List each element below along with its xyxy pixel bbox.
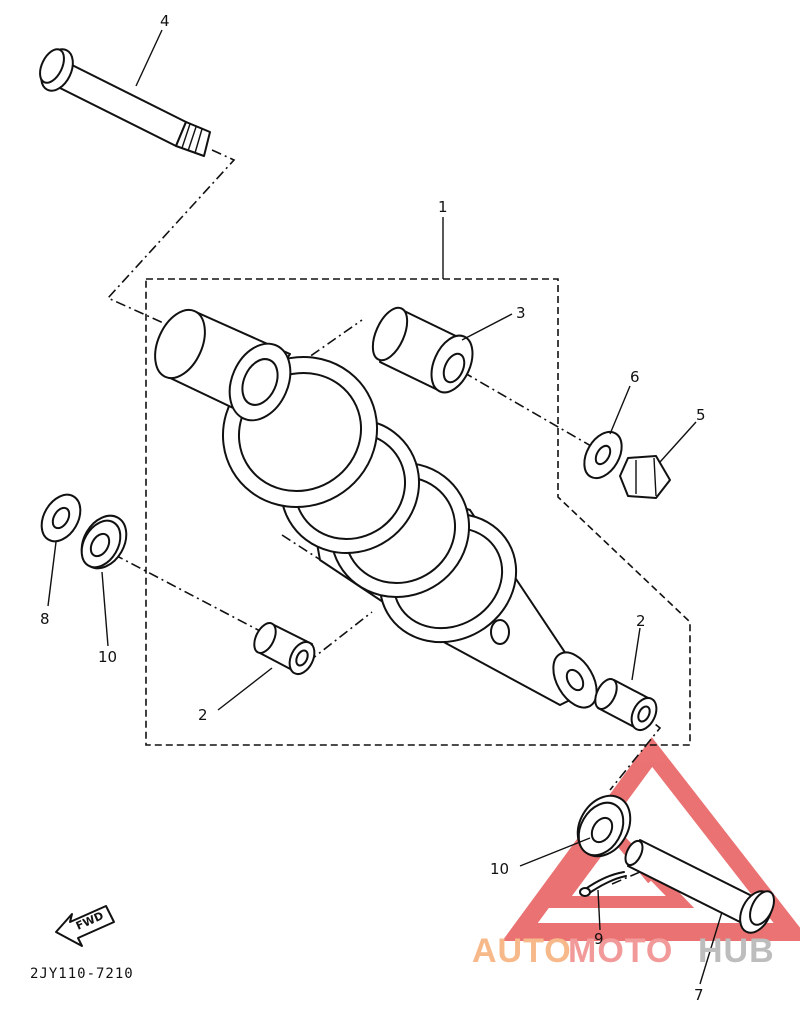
- washer-part-8: [40, 493, 82, 543]
- seal-washer-part-10-left: [80, 514, 128, 570]
- callout-5: 5: [696, 406, 706, 424]
- leader-lines: [47, 29, 723, 985]
- axis-line-lower-collar: [307, 611, 373, 663]
- seal-washer-part-10-right: [576, 794, 632, 858]
- callout-9: 9: [594, 930, 604, 948]
- assembly-boundary: [145, 278, 691, 746]
- callout-1: 1: [438, 198, 448, 216]
- watermark-auto: AUTO: [472, 932, 572, 970]
- axis-line-left-washers: [95, 544, 263, 633]
- callout-2-left: 2: [198, 706, 208, 724]
- axis-line-collar-washer: [462, 371, 599, 451]
- callout-4: 4: [160, 12, 170, 30]
- pin-part-7: [624, 839, 775, 934]
- axis-line-bolt: [106, 149, 236, 327]
- washer-part-6: [583, 430, 623, 480]
- callout-7: 7: [694, 986, 704, 1004]
- part-code: 2JY110-7210: [30, 966, 134, 982]
- bolt-part-4: [39, 48, 211, 157]
- callout-8: 8: [40, 610, 50, 628]
- fwd-arrow-icon: FWD: [55, 905, 115, 947]
- watermark-moto: MOTO: [568, 932, 673, 970]
- callout-10-left: 10: [98, 648, 117, 666]
- shock-absorber-part-1: [154, 308, 598, 709]
- collar-part-2-left: [253, 622, 316, 676]
- watermark-wordmark: AUTO MOTO HUB: [472, 932, 775, 970]
- callout-3: 3: [516, 304, 526, 322]
- callout-6: 6: [630, 368, 640, 386]
- collar-part-2-right: [594, 678, 658, 732]
- callout-10-right: 10: [490, 860, 509, 878]
- nut-part-5: [619, 455, 671, 499]
- watermark-hub: HUB: [698, 932, 775, 970]
- cotter-pin-part-9: [579, 871, 627, 897]
- collar-part-3: [371, 306, 474, 394]
- callout-2-right: 2: [636, 612, 646, 630]
